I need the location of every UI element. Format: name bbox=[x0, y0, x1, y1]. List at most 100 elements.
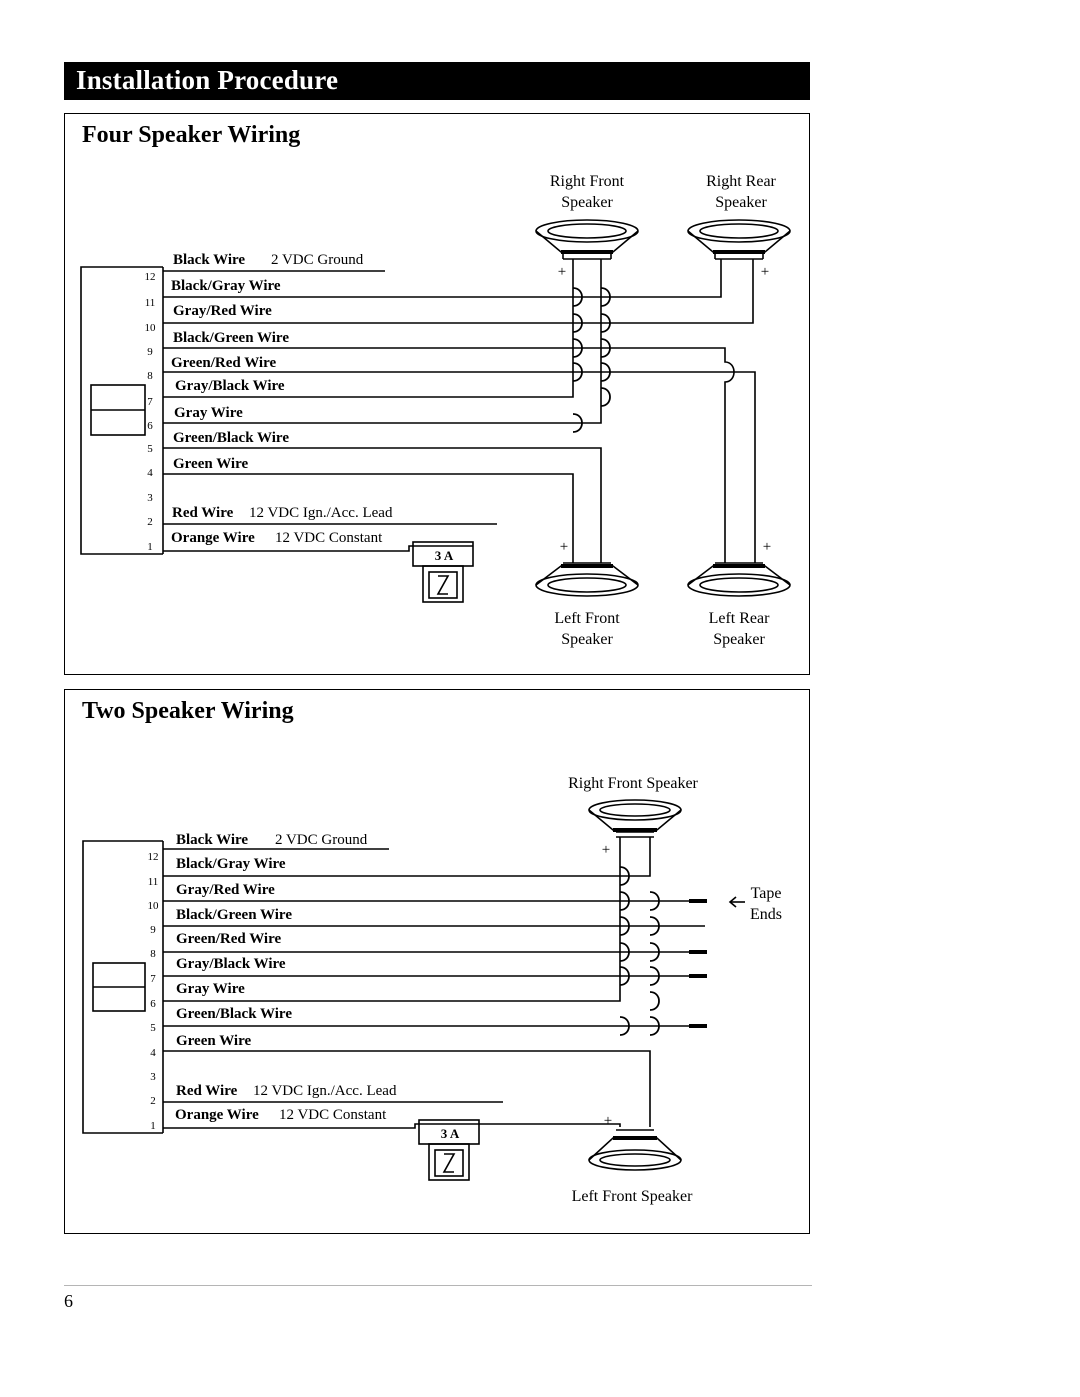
pin-number: 11 bbox=[148, 876, 159, 888]
wire-label-orange: Orange Wire bbox=[175, 1107, 259, 1123]
wire-label-green-red: Green/Red Wire bbox=[171, 355, 276, 371]
right-front-label: Speaker bbox=[561, 194, 613, 211]
left-front-label: Left Front bbox=[554, 610, 620, 627]
polarity-marks: + + + + bbox=[558, 264, 771, 555]
pin-number: 8 bbox=[150, 948, 156, 960]
wire-desc-black: 2 VDC Ground bbox=[271, 252, 364, 268]
fuse-label: 3 A bbox=[435, 548, 454, 563]
pin-numbers: 12 11 10 9 8 7 6 5 4 3 2 1 bbox=[148, 851, 160, 1132]
wire-desc-red: 12 VDC Ign./Acc. Lead bbox=[253, 1083, 397, 1099]
left-front-label: Speaker bbox=[561, 631, 613, 648]
right-front-speaker-icon bbox=[588, 799, 682, 838]
wire-label-black-gray: Black/Gray Wire bbox=[171, 278, 281, 294]
taped-ends bbox=[689, 899, 707, 1028]
left-rear-label: Left Rear bbox=[709, 610, 771, 627]
wire-desc-red: 12 VDC Ign./Acc. Lead bbox=[249, 505, 393, 521]
wire-crossovers bbox=[619, 866, 660, 1036]
wire-label-green: Green Wire bbox=[173, 456, 248, 472]
arrow-left-icon bbox=[728, 896, 745, 908]
wire-label-black-gray: Black/Gray Wire bbox=[176, 856, 286, 872]
four-speaker-title: Four Speaker Wiring bbox=[82, 122, 301, 148]
pin-number: 2 bbox=[147, 516, 153, 528]
four-speaker-diagram: 12 11 10 9 8 7 6 5 4 3 2 1 Black Wire 2 … bbox=[80, 173, 791, 648]
plus-mark: + bbox=[558, 264, 566, 280]
wire-desc-black: 2 VDC Ground bbox=[275, 832, 368, 848]
footer-divider bbox=[64, 1285, 812, 1286]
wire-label-green-red: Green/Red Wire bbox=[176, 931, 281, 947]
section-title: Installation Procedure bbox=[76, 65, 339, 95]
plus-mark: + bbox=[560, 539, 568, 555]
plus-mark: + bbox=[763, 539, 771, 555]
right-rear-speaker-icon bbox=[687, 219, 791, 260]
right-rear-label: Speaker bbox=[715, 194, 767, 211]
wire-label-green-black: Green/Black Wire bbox=[176, 1006, 292, 1022]
two-speaker-panel: Two Speaker Wiring bbox=[64, 689, 810, 1234]
pin-number: 4 bbox=[150, 1047, 156, 1059]
right-front-label: Right Front bbox=[550, 173, 625, 190]
tape-ends-label: Tape Ends bbox=[750, 885, 782, 923]
pin-number: 1 bbox=[150, 1120, 156, 1132]
wire-label-red: Red Wire bbox=[176, 1083, 238, 1099]
page-number: 6 bbox=[64, 1291, 73, 1311]
pin-number: 3 bbox=[147, 492, 153, 504]
plus-mark: + bbox=[604, 1113, 612, 1129]
wire-label-gray-red: Gray/Red Wire bbox=[176, 882, 275, 898]
wire-label-black-green: Black/Green Wire bbox=[173, 330, 289, 346]
wire-label-black: Black Wire bbox=[173, 252, 245, 268]
wire-label-gray-black: Gray/Black Wire bbox=[176, 956, 286, 972]
pin-number: 12 bbox=[145, 271, 156, 283]
pin-number: 9 bbox=[150, 924, 156, 936]
wire-label-gray: Gray Wire bbox=[176, 981, 245, 997]
pin-number: 7 bbox=[150, 973, 156, 985]
pin-number: 12 bbox=[148, 851, 159, 863]
pin-number: 10 bbox=[145, 322, 157, 334]
wire-labels: Black Wire 2 VDC Ground Black/Gray Wire … bbox=[175, 832, 397, 1123]
wire-desc-orange: 12 VDC Constant bbox=[279, 1107, 387, 1123]
wire-labels: Black Wire 2 VDC Ground Black/Gray Wire … bbox=[171, 252, 393, 546]
left-rear-label: Speaker bbox=[713, 631, 765, 648]
pin-number: 6 bbox=[147, 420, 153, 432]
plus-mark: + bbox=[761, 264, 769, 280]
wire-label-gray: Gray Wire bbox=[174, 405, 243, 421]
right-rear-label: Right Rear bbox=[706, 173, 776, 190]
right-front-speaker-icon bbox=[535, 219, 639, 260]
polarity-marks: + + bbox=[602, 842, 612, 1129]
pin-number: 11 bbox=[145, 297, 156, 309]
wire-label-gray-black: Gray/Black Wire bbox=[175, 378, 285, 394]
pin-numbers: 12 11 10 9 8 7 6 5 4 3 2 1 bbox=[145, 271, 157, 553]
wire-label-red: Red Wire bbox=[172, 505, 234, 521]
harness-connector bbox=[82, 840, 164, 1134]
left-front-speaker-icon bbox=[588, 1129, 682, 1171]
pin-number: 4 bbox=[147, 467, 153, 479]
pin-number: 9 bbox=[147, 346, 153, 358]
speaker-labels: Right Front Speaker Right Rear Speaker L… bbox=[550, 173, 777, 648]
pin-number: 3 bbox=[150, 1071, 156, 1083]
speaker-labels: Right Front Speaker Left Front Speaker bbox=[568, 775, 698, 1205]
pin-number: 2 bbox=[150, 1095, 156, 1107]
pin-number: 7 bbox=[147, 396, 153, 408]
pin-number: 8 bbox=[147, 370, 153, 382]
pin-number: 10 bbox=[148, 900, 160, 912]
section-header: Installation Procedure bbox=[64, 62, 810, 100]
pin-number: 5 bbox=[150, 1022, 156, 1034]
fuse-symbol bbox=[418, 1119, 480, 1181]
right-front-label: Right Front Speaker bbox=[568, 775, 698, 792]
wire-lines bbox=[163, 259, 756, 563]
fuse-label: 3 A bbox=[441, 1126, 460, 1141]
harness-connector bbox=[80, 266, 164, 555]
wire-label-green-black: Green/Black Wire bbox=[173, 430, 289, 446]
wire-crossovers bbox=[572, 287, 611, 433]
wire-label-gray-red: Gray/Red Wire bbox=[173, 303, 272, 319]
two-speaker-title: Two Speaker Wiring bbox=[82, 698, 294, 724]
pin-number: 1 bbox=[147, 541, 153, 553]
left-rear-speaker-icon bbox=[687, 562, 791, 597]
wire-label-black: Black Wire bbox=[176, 832, 248, 848]
fuse-symbol bbox=[412, 541, 474, 603]
wire-label-orange: Orange Wire bbox=[171, 530, 255, 546]
pin-number: 6 bbox=[150, 998, 156, 1010]
wire-desc-orange: 12 VDC Constant bbox=[275, 530, 383, 546]
left-front-label: Left Front Speaker bbox=[572, 1188, 694, 1205]
plus-mark: + bbox=[602, 842, 610, 858]
wire-label-black-green: Black/Green Wire bbox=[176, 907, 292, 923]
left-front-speaker-icon bbox=[535, 562, 639, 597]
